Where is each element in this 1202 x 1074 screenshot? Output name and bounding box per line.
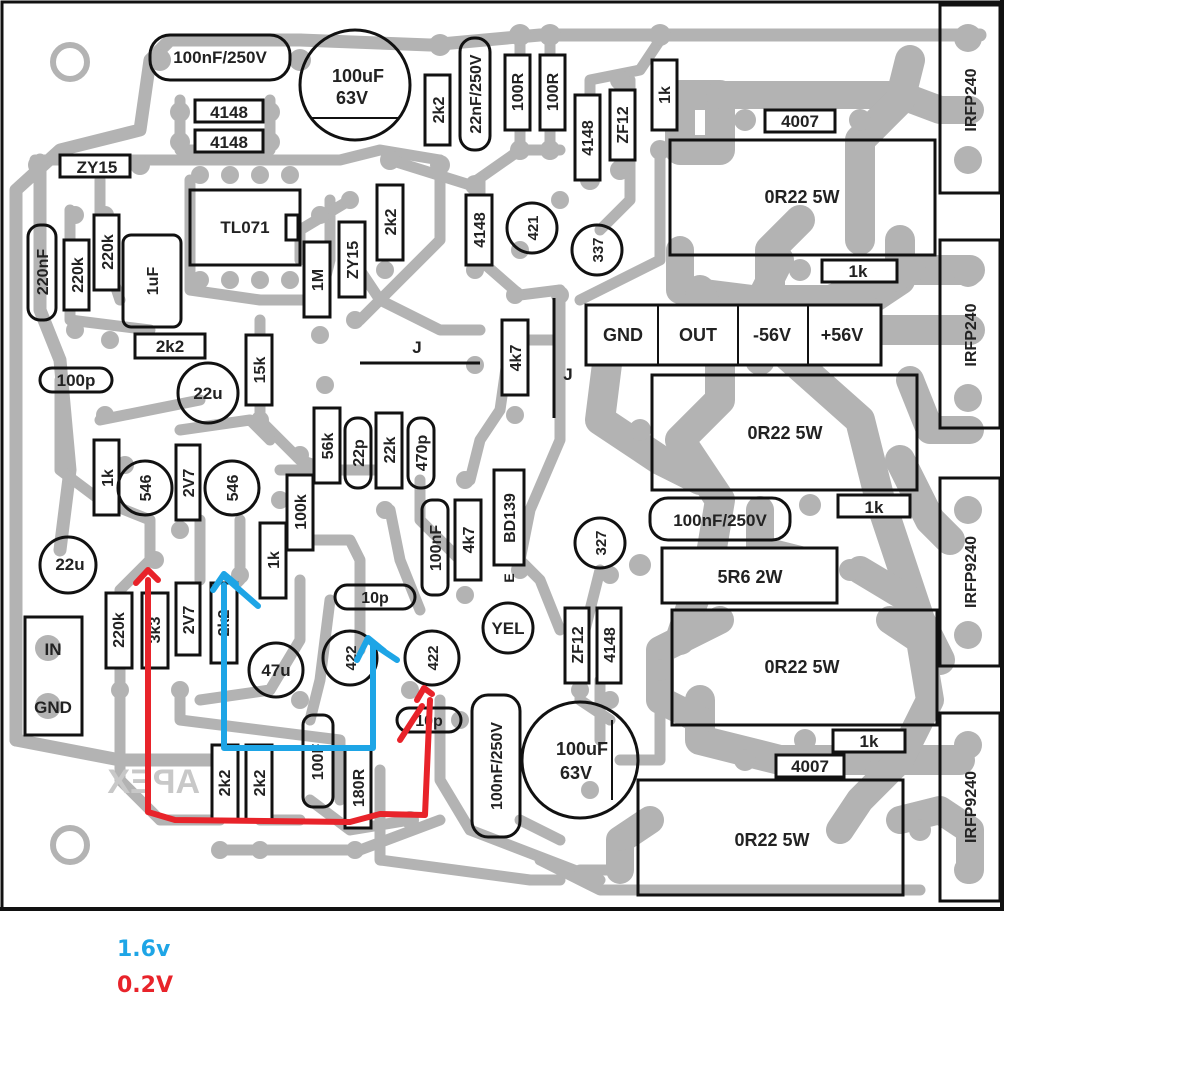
label-r-2k2-d: 2k2 bbox=[217, 770, 234, 797]
label-r-15k: 15k bbox=[252, 357, 269, 384]
label-r-5r6: 5R6 2W bbox=[717, 567, 782, 587]
label-term-gnd: GND bbox=[603, 325, 643, 345]
label-c-100uf-bot-v: 63V bbox=[560, 763, 592, 783]
label-t-422-a: 422 bbox=[343, 645, 360, 670]
label-c-22p: 22p bbox=[351, 439, 368, 467]
label-q-irfp9240-b: IRFP9240 bbox=[963, 771, 980, 843]
label-c-1uf: 1uF bbox=[145, 267, 162, 296]
label-d-4148-vert: 4148 bbox=[472, 212, 489, 248]
output-device-pads bbox=[35, 24, 982, 884]
label-d-4007-top: 4007 bbox=[781, 112, 819, 131]
label-c-100uf-bot: 100uF bbox=[556, 739, 608, 759]
label-r-100k: 100k bbox=[293, 494, 310, 530]
label-t-546-a: 546 bbox=[138, 475, 155, 502]
label-c-22u-a: 22u bbox=[193, 384, 222, 403]
component-labels: 100nF/250V 100uF 63V 4148 4148 ZY15 TL07… bbox=[34, 48, 980, 850]
label-bd139: BD139 bbox=[502, 493, 519, 543]
label-r-1k-right-b: 1k bbox=[865, 498, 884, 517]
brand-mirrored: APEX bbox=[107, 763, 200, 801]
label-c-10p-a: 10p bbox=[361, 590, 389, 607]
red-voltage-note: 0.2V bbox=[117, 973, 173, 998]
label-q-irfp240-a: IRFP240 bbox=[963, 68, 980, 131]
label-r-180r: 180R bbox=[351, 768, 368, 807]
label-jumper-a: J bbox=[412, 338, 421, 357]
solder-pads bbox=[28, 24, 931, 865]
label-r-56k: 56k bbox=[320, 433, 337, 460]
label-c-22u-b: 22u bbox=[55, 555, 84, 574]
label-r-1k-left: 1k bbox=[100, 469, 117, 487]
label-c-100uf-top-v: 63V bbox=[336, 88, 368, 108]
label-r-2k2-e: 2k2 bbox=[252, 770, 269, 797]
label-led-yel: YEL bbox=[491, 619, 524, 638]
label-r-1k-right-c: 1k bbox=[860, 732, 879, 751]
label-c-100f: 100F bbox=[310, 744, 327, 781]
label-r-22k: 22k bbox=[382, 437, 399, 464]
label-t-546-b: 546 bbox=[225, 475, 242, 502]
label-c-100p: 100p bbox=[57, 371, 96, 390]
label-c-100nf-right: 100nF/250V bbox=[673, 511, 767, 530]
label-zf12-bot: ZF12 bbox=[570, 626, 587, 663]
label-r-100r-a: 100R bbox=[510, 72, 527, 111]
label-r-0r22-d: 0R22 5W bbox=[734, 830, 809, 850]
label-r-4k7-b: 4k7 bbox=[461, 527, 478, 554]
label-r-1k-top: 1k bbox=[657, 86, 674, 104]
label-r-2k2-mid: 2k2 bbox=[156, 337, 184, 356]
label-r-1m: 1M bbox=[310, 269, 327, 291]
label-term-plus56: +56V bbox=[821, 325, 864, 345]
label-r-0r22-c: 0R22 5W bbox=[764, 657, 839, 677]
label-term-out: OUT bbox=[679, 325, 717, 345]
blue-annotation-path bbox=[210, 571, 400, 751]
label-term-minus56: -56V bbox=[753, 325, 791, 345]
label-r-1k-vert: 1k bbox=[266, 551, 283, 569]
red-annotation-path bbox=[133, 567, 435, 825]
label-r-4k7-mid: 4k7 bbox=[508, 345, 525, 372]
label-tl071: TL071 bbox=[220, 218, 269, 237]
label-c-100nf-top: 100nF/250V bbox=[173, 48, 267, 67]
label-d-4007-bot: 4007 bbox=[791, 757, 829, 776]
label-zy15-left: ZY15 bbox=[77, 158, 118, 177]
label-r-220k-a: 220k bbox=[70, 257, 87, 293]
label-z-2v7-b: 2V7 bbox=[181, 606, 198, 635]
label-zy15-mid: ZY15 bbox=[345, 241, 362, 279]
label-c-22nf: 22nF/250V bbox=[468, 54, 485, 133]
label-t-422-b: 422 bbox=[425, 645, 442, 670]
label-q-irfp240-b: IRFP240 bbox=[963, 303, 980, 366]
label-jumper-b: J bbox=[563, 365, 572, 384]
label-t-421: 421 bbox=[525, 215, 542, 240]
label-d-4148-a: 4148 bbox=[210, 103, 248, 122]
label-c-220nf: 220nF bbox=[35, 249, 52, 295]
label-r-0r22-b: 0R22 5W bbox=[747, 423, 822, 443]
label-t-337: 337 bbox=[590, 237, 607, 262]
label-z-2v7-a: 2V7 bbox=[181, 469, 198, 498]
label-r-0r22-a: 0R22 5W bbox=[764, 187, 839, 207]
label-d-4148-c: 4148 bbox=[580, 120, 597, 156]
label-c-100nf-bot: 100nF/250V bbox=[489, 722, 506, 810]
label-d-4148-b: 4148 bbox=[210, 133, 248, 152]
label-r-1k-right-a: 1k bbox=[849, 262, 868, 281]
label-r-3k3: 3k3 bbox=[147, 617, 164, 644]
label-c-470p: 470p bbox=[414, 435, 431, 472]
label-t-327: 327 bbox=[593, 530, 610, 555]
label-term-gnd-in: GND bbox=[34, 698, 72, 717]
label-term-in: IN bbox=[45, 640, 62, 659]
label-c-100uf-top: 100uF bbox=[332, 66, 384, 86]
label-r-2k2-vert: 2k2 bbox=[383, 209, 400, 236]
label-r-2k2-top: 2k2 bbox=[431, 97, 448, 124]
label-c-100nf-mid: 100nF bbox=[428, 525, 445, 571]
label-zf12-top: ZF12 bbox=[615, 106, 632, 143]
label-r-100r-b: 100R bbox=[545, 72, 562, 111]
blue-voltage-note: 1.6v bbox=[117, 937, 171, 962]
label-r-220k-c: 220k bbox=[111, 612, 128, 648]
label-c-47u: 47u bbox=[261, 661, 290, 680]
label-d-4148-bot: 4148 bbox=[602, 627, 619, 663]
label-r-220k-b: 220k bbox=[100, 234, 117, 270]
label-bd139-e: E bbox=[501, 573, 517, 582]
label-q-irfp9240-a: IRFP9240 bbox=[963, 536, 980, 608]
